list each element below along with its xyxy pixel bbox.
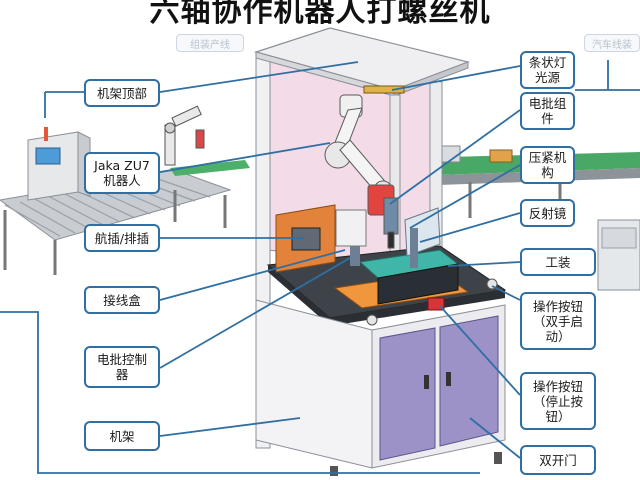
main-robot-arm: [324, 94, 399, 249]
lower-cabinet: [255, 299, 506, 476]
faint-label-left: 组装产线: [176, 34, 244, 52]
worktable: [266, 204, 507, 326]
leader-lines: [0, 60, 640, 474]
diagram-title: 六轴协作机器人打螺丝机: [149, 0, 491, 29]
label-button-stop: 操作按钮 （停止按 钮）: [520, 372, 596, 430]
label-mirror: 反射镜: [520, 199, 575, 227]
label-screwdriver-controller: 电批控制 器: [84, 346, 160, 388]
label-frame-top: 机架顶部: [84, 79, 160, 107]
faint-label-right: 汽车线装: [584, 34, 640, 52]
label-fixture: 工装: [520, 248, 596, 276]
label-frame: 机架: [84, 421, 160, 451]
label-button-two-hand: 操作按钮 （双手启 动）: [520, 292, 596, 350]
left-small-robot: [164, 105, 205, 166]
label-double-door: 双开门: [520, 445, 596, 475]
label-robot: Jaka ZU7 机器人: [84, 152, 160, 194]
left-control-cabinet: [27, 127, 91, 201]
label-screwdriver-assembly: 电批组 件: [520, 92, 575, 130]
label-light-source: 条状灯 光源: [520, 51, 575, 89]
label-press-mechanism: 压紧机 构: [520, 146, 575, 184]
label-junction-box: 接线盒: [84, 286, 160, 314]
label-connector: 航插/排插: [84, 224, 160, 252]
